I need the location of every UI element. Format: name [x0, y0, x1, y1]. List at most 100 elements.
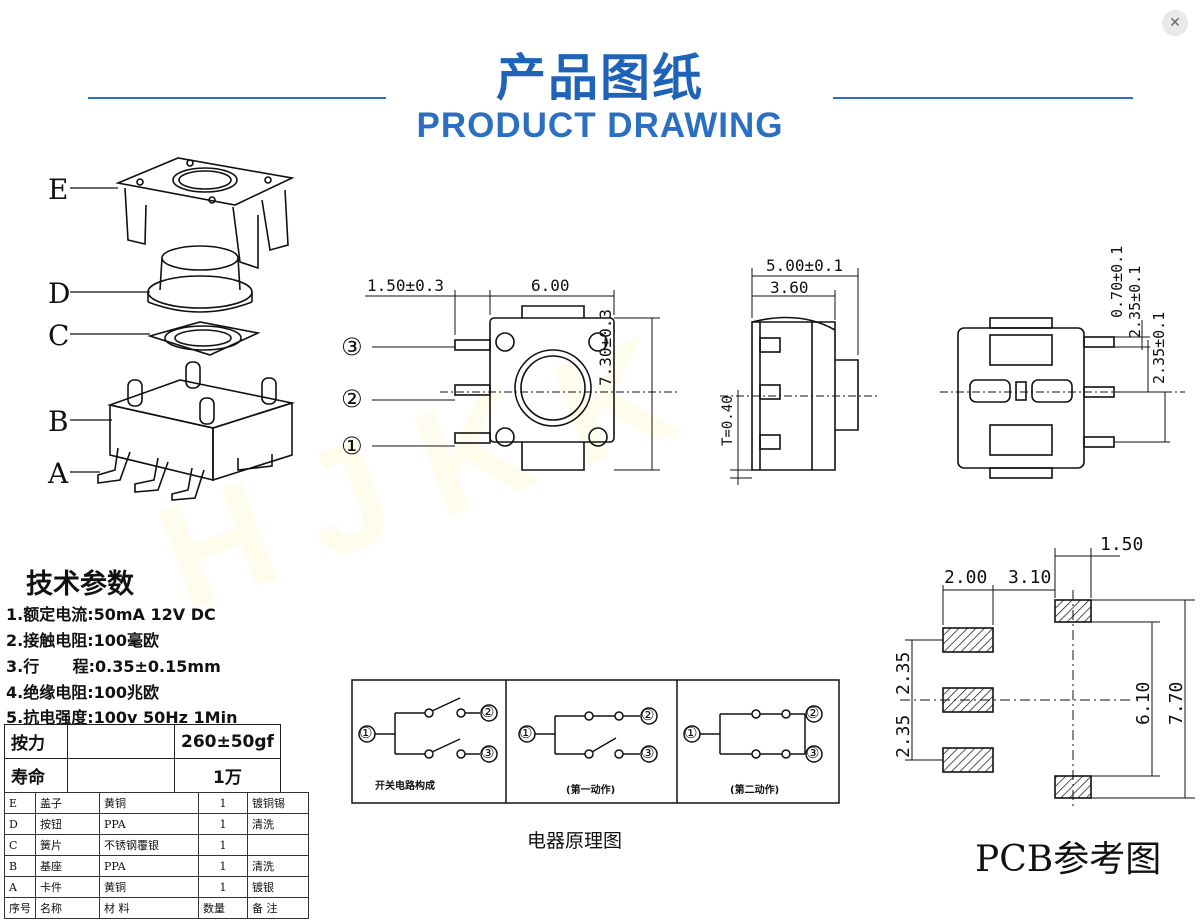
table-row: A 卡件 黄铜 1 镀银	[4, 876, 309, 898]
part-c-dome	[147, 321, 261, 356]
pcb-layout	[900, 548, 1195, 810]
schematic-panel-3-label: (第二动作)	[730, 785, 780, 796]
bom-qty: 1	[198, 876, 248, 898]
spec-line-3: 3.行 程:0.35±0.15mm	[6, 657, 221, 676]
table-row: C 簧片 不锈钢覆银 1	[4, 834, 309, 856]
front-view	[365, 290, 680, 471]
pcb-dim-gap: 3.10	[1008, 567, 1052, 588]
table-cell-label: 寿命	[4, 758, 68, 793]
bom-name: 卡件	[35, 876, 100, 898]
right-view	[940, 317, 1185, 479]
bom-qty: 1	[198, 792, 248, 814]
bom-id: D	[4, 813, 36, 835]
label-a: A	[48, 457, 69, 490]
specs-title: 技术参数	[26, 569, 134, 600]
bom-header-id: 序号	[4, 897, 36, 919]
right-dim-b: 2.35±0.1	[1126, 265, 1144, 338]
pcb-caption: PCB参考图	[975, 839, 1162, 880]
table-cell-value: 1万	[174, 758, 281, 793]
pcb-dim-inner-h: 6.10	[1133, 681, 1154, 725]
table-cell-empty	[67, 758, 175, 793]
right-dim-c: 2.35±0.1	[1150, 311, 1168, 384]
table-cell-label: 按力	[4, 724, 68, 759]
sch3-term-3: ③	[806, 744, 820, 762]
table-header-row: 序号 名称 材 料 数量 备 注	[4, 897, 309, 919]
spec-line-4: 4.绝缘电阻:100兆欧	[6, 683, 160, 702]
side-view	[720, 268, 880, 485]
label-e: E	[48, 173, 69, 206]
side-dim-thickness: T=0.40	[720, 395, 736, 446]
part-e-cover	[115, 157, 295, 270]
bom-name: 簧片	[35, 834, 100, 856]
pin-2-label: ②	[341, 385, 363, 413]
table-row: 寿命 1万	[4, 758, 281, 793]
bom-header-qty: 数量	[198, 897, 248, 919]
bom-note: 镀银	[247, 876, 309, 898]
page-title-cn: 产品图纸	[496, 49, 704, 107]
bom-note	[247, 834, 309, 856]
table-row: 按力 260±50gf	[4, 724, 281, 759]
sch3-term-1: ①	[684, 724, 698, 742]
bom-header-note: 备 注	[247, 897, 309, 919]
bom-name: 基座	[35, 855, 100, 877]
schematic-panel-1-label: 开关电路构成	[375, 781, 435, 792]
sch1-term-2: ②	[481, 703, 495, 721]
side-dim-inner: 3.60	[770, 278, 809, 297]
sch3-term-2: ②	[806, 704, 820, 722]
label-b: B	[48, 405, 69, 438]
part-b-base	[107, 361, 296, 482]
bom-material: 黄铜	[99, 876, 199, 898]
bom-table: E 盖子 黄铜 1 镀铜锡 D 按钮 PPA 1 清洗 C 簧片 不锈钢覆银 1…	[4, 792, 309, 919]
bom-id: B	[4, 855, 36, 877]
pin-3-label: ③	[341, 333, 363, 361]
force-life-table: 按力 260±50gf 寿命 1万	[4, 724, 281, 793]
pcb-dim-top: 1.50	[1100, 534, 1144, 555]
bom-qty: 1	[198, 834, 248, 856]
close-icon[interactable]: ✕	[1162, 10, 1188, 36]
title-rule-left	[88, 97, 386, 99]
sch2-term-2: ②	[641, 706, 655, 724]
side-dim-outer: 5.00±0.1	[766, 256, 844, 275]
sch1-term-3: ③	[481, 744, 495, 762]
bom-note: 镀铜锡	[247, 792, 309, 814]
bom-note: 清洗	[247, 813, 309, 835]
schematic-panel-2-label: (第一动作)	[566, 785, 616, 796]
pcb-dim-outer-h: 7.70	[1166, 681, 1187, 725]
bom-qty: 1	[198, 813, 248, 835]
bom-id: A	[4, 876, 36, 898]
front-dim-right: 7.30±0.3	[596, 308, 615, 386]
spec-line-2: 2.接触电阻:100毫欧	[6, 631, 160, 650]
right-dim-a: 0.70±0.1	[1108, 245, 1126, 318]
front-dim-top: 6.00	[531, 276, 570, 295]
label-d: D	[48, 277, 71, 310]
bom-note: 清洗	[247, 855, 309, 877]
sch2-term-1: ①	[519, 724, 533, 742]
sch1-term-1: ①	[359, 724, 373, 742]
bom-qty: 1	[198, 855, 248, 877]
schematic-caption: 电器原理图	[527, 830, 623, 852]
bom-header-material: 材 料	[99, 897, 199, 919]
spec-line-1: 1.额定电流:50mA 12V DC	[6, 605, 216, 624]
pcb-dim-pitch-2: 2.35	[893, 714, 914, 758]
bom-material: PPA	[99, 855, 199, 877]
bom-material: PPA	[99, 813, 199, 835]
bom-material: 黄铜	[99, 792, 199, 814]
table-cell-empty	[67, 724, 175, 759]
table-row: D 按钮 PPA 1 清洗	[4, 813, 309, 835]
pcb-dim-pitch-1: 2.35	[893, 651, 914, 695]
bom-name: 盖子	[35, 792, 100, 814]
bom-header-name: 名称	[35, 897, 100, 919]
bom-name: 按钮	[35, 813, 100, 835]
pin-1-label: ①	[341, 432, 363, 460]
part-a-legs	[97, 447, 205, 501]
table-cell-value: 260±50gf	[174, 724, 281, 759]
schematic	[351, 679, 840, 804]
table-row: B 基座 PPA 1 清洗	[4, 855, 309, 877]
pcb-dim-pad-w: 2.00	[944, 567, 988, 588]
title-rule-right	[833, 97, 1133, 99]
bom-id: C	[4, 834, 36, 856]
bom-material: 不锈钢覆银	[99, 834, 199, 856]
label-c: C	[48, 319, 70, 352]
front-dim-left: 1.50±0.3	[367, 276, 445, 295]
